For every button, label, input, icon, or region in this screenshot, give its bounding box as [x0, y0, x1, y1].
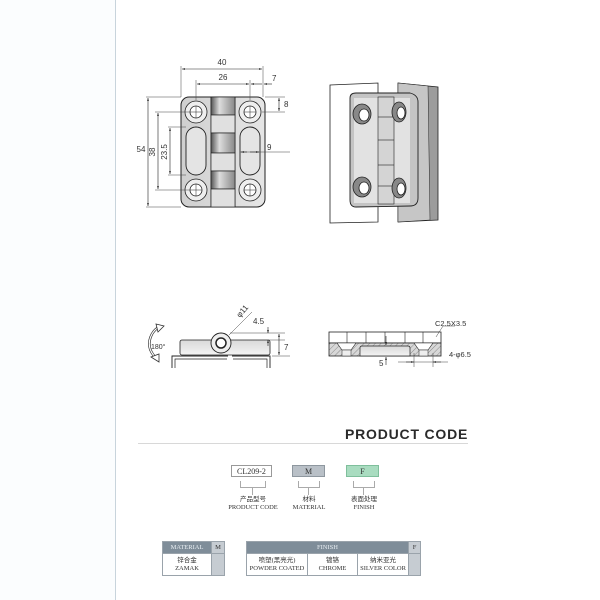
- page-margin: [0, 0, 116, 600]
- product-code-title: PRODUCT CODE: [345, 426, 469, 442]
- material-label-cn: 材料: [302, 496, 316, 503]
- material-option-en: ZAMAK: [175, 564, 199, 572]
- finish-option-cn: 纳米亚光: [370, 556, 396, 564]
- dim-overall-width: 40: [218, 58, 227, 67]
- material-code-box: M: [292, 465, 325, 477]
- title-divider: [138, 443, 468, 444]
- finish-option-silver-color: 纳米亚光 SILVER COLOR: [357, 553, 409, 576]
- finish-label-en: FINISH: [353, 504, 375, 511]
- finish-option-en: POWDER COATED: [249, 564, 305, 572]
- product-code-label-cn: 产品型号: [240, 496, 266, 503]
- dim-overall-height: 54: [137, 145, 146, 154]
- dim-chamfer: C2.5X3.5: [435, 319, 466, 328]
- finish-code-box: F: [346, 465, 379, 477]
- dim-hole-spacing-h: 26: [219, 73, 228, 82]
- material-table-code: M: [211, 541, 225, 554]
- dim-holes: 4-φ6.5: [449, 350, 471, 359]
- finish-option-chrome: 镀铬 CHROME: [307, 553, 358, 576]
- finish-option-cn: 镀铬: [326, 556, 339, 564]
- product-code-label-en: PRODUCT CODE: [228, 504, 278, 511]
- product-code-bracket: [240, 481, 266, 488]
- dim-thickness: 7: [284, 343, 289, 352]
- finish-stem: [363, 487, 364, 495]
- dim-slot-width: 9: [267, 143, 272, 152]
- dim-knuckle-offset: 4.5: [253, 317, 265, 326]
- finish-label: 表面处理 FINISH: [342, 496, 386, 512]
- finish-option-en: SILVER COLOR: [360, 564, 406, 572]
- finish-bracket: [353, 481, 375, 488]
- material-bracket: [298, 481, 320, 488]
- finish-table: FINISH F 喷塑(黑亮光) POWDER COATED 镀铬 CHROME…: [246, 541, 421, 576]
- dim-edge-hole-v: 8: [284, 100, 289, 109]
- material-table-header: MATERIAL: [162, 541, 212, 554]
- material-label-en: MATERIAL: [292, 504, 326, 511]
- rotation-angle: 180°: [151, 343, 166, 351]
- dim-slot-length: 23.5: [160, 144, 169, 160]
- material-option-cn: 锌合金: [177, 556, 197, 564]
- product-code-label: 产品型号 PRODUCT CODE: [222, 496, 284, 512]
- finish-option-en: CHROME: [318, 564, 347, 572]
- dim-hole-spacing-v: 38: [148, 147, 157, 156]
- finish-table-code: F: [408, 541, 421, 554]
- dim-edge-hole-h: 7: [272, 74, 277, 83]
- isometric-view: [329, 82, 439, 224]
- rotate-arrow-icon: [155, 323, 165, 333]
- dim-recess-depth: 5: [379, 359, 384, 368]
- finish-table-header: FINISH: [246, 541, 409, 554]
- product-code-box: CL209-2: [231, 465, 272, 477]
- dim-pin-diameter: φ11: [235, 303, 251, 320]
- section-view: 5 C2.5X3.5 4-φ6.5: [328, 319, 471, 368]
- finish-label-cn: 表面处理: [351, 496, 377, 503]
- front-view: 40 26 7 8 9 54 38 23.5: [137, 58, 290, 208]
- finish-option-powder-coated: 喷塑(黑亮光) POWDER COATED: [246, 553, 308, 576]
- material-code-cell: [211, 553, 225, 576]
- finish-code-cell: [408, 553, 421, 576]
- material-table: MATERIAL M 锌合金 ZAMAK: [162, 541, 225, 576]
- material-option-zamak: 锌合金 ZAMAK: [162, 553, 212, 576]
- material-label: 材料 MATERIAL: [286, 496, 332, 512]
- material-stem: [308, 487, 309, 495]
- product-code-stem: [252, 487, 253, 495]
- side-view: φ11 4.5 7 180°: [148, 303, 290, 368]
- finish-option-cn: 喷塑(黑亮光): [258, 556, 296, 564]
